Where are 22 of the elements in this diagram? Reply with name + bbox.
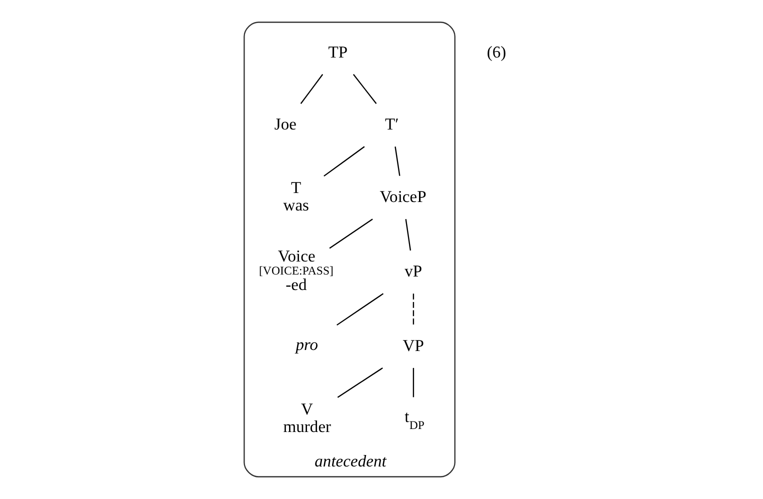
connector [300, 74, 324, 104]
connector [412, 368, 414, 398]
node-text: Voice [VOICE:PASS] -ed [259, 246, 334, 294]
node-text: TP [328, 42, 348, 62]
connector [353, 74, 377, 104]
node-text: VoiceP [380, 186, 426, 206]
connector [412, 294, 414, 326]
node-text: T′ [385, 114, 399, 134]
node-text: vP [404, 261, 422, 280]
node-text: Joe [274, 114, 296, 134]
connector [336, 293, 384, 326]
connector [329, 218, 373, 249]
node-text: t$_{DP}$ [404, 406, 424, 432]
node-text: T was [283, 178, 310, 215]
connector [337, 367, 383, 398]
connector [394, 146, 400, 176]
connector [405, 219, 412, 251]
node-text: VP [402, 336, 424, 355]
node-text: pro [296, 334, 318, 354]
connector [324, 146, 365, 177]
node-text: V murder [283, 399, 332, 436]
label: (6) [486, 42, 506, 62]
